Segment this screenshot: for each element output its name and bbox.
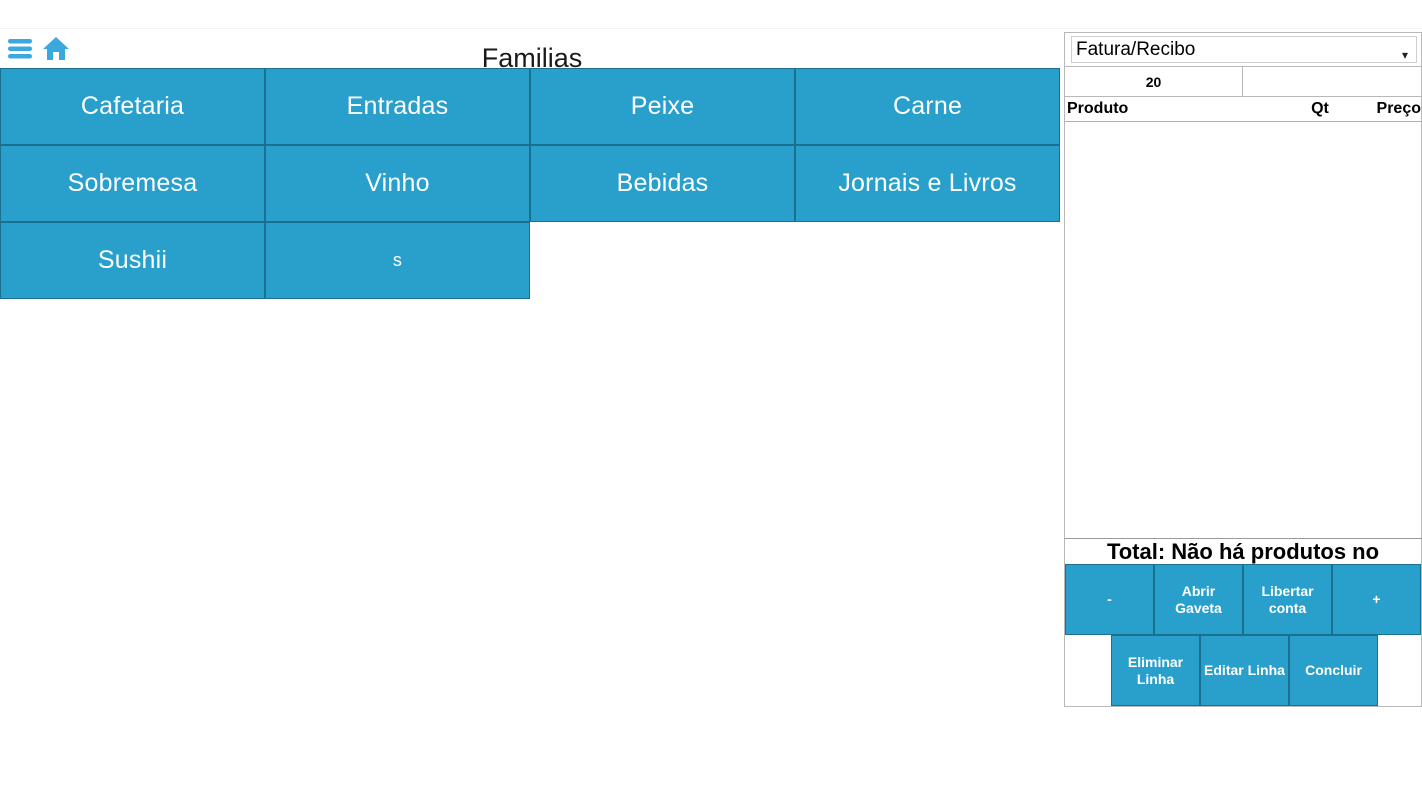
- family-button-carne[interactable]: Carne: [795, 68, 1060, 145]
- order-meta-row: 20: [1064, 67, 1422, 97]
- decrement-quantity-button[interactable]: -: [1065, 564, 1154, 635]
- table-number-cell[interactable]: 20: [1065, 67, 1243, 96]
- family-button-jornais-e-livros[interactable]: Jornais e Livros: [795, 145, 1060, 222]
- delete-line-button[interactable]: Eliminar Linha: [1111, 635, 1200, 706]
- family-button-vinho[interactable]: Vinho: [265, 145, 530, 222]
- document-type-select[interactable]: Fatura/Recibo: [1071, 36, 1417, 63]
- order-list-header: Produto Qt Preço: [1064, 97, 1422, 122]
- column-header-preco: Preço: [1376, 100, 1421, 117]
- family-button-sobremesa[interactable]: Sobremesa: [0, 145, 265, 222]
- action-row-1: - Abrir Gaveta Libertar conta +: [1065, 564, 1421, 635]
- action-button-area: - Abrir Gaveta Libertar conta + Eliminar…: [1064, 564, 1422, 707]
- edit-line-button[interactable]: Editar Linha: [1200, 635, 1289, 706]
- family-button-cafetaria[interactable]: Cafetaria: [0, 68, 265, 145]
- increment-quantity-button[interactable]: +: [1332, 564, 1421, 635]
- family-button-sushii[interactable]: Sushii: [0, 222, 265, 299]
- home-icon[interactable]: [42, 36, 70, 62]
- column-header-produto: Produto: [1067, 100, 1129, 117]
- order-panel: Fatura/Recibo ▾ 20 Produto Qt Preço Tota…: [1064, 32, 1422, 707]
- column-header-qt: Qt: [1311, 100, 1329, 117]
- open-drawer-button[interactable]: Abrir Gaveta: [1154, 564, 1243, 635]
- order-list-body[interactable]: [1064, 122, 1422, 539]
- families-grid: Cafetaria Entradas Peixe Carne Sobremesa…: [0, 68, 1060, 299]
- order-total-bar: Total: Não há produtos no: [1064, 539, 1422, 564]
- top-strip: [0, 0, 1422, 29]
- blank-cell-left: [1065, 635, 1111, 706]
- family-button-peixe[interactable]: Peixe: [530, 68, 795, 145]
- meta-empty-cell[interactable]: [1243, 67, 1421, 96]
- blank-cell-right: [1378, 635, 1421, 706]
- family-button-s[interactable]: s: [265, 222, 530, 299]
- finish-button[interactable]: Concluir: [1289, 635, 1378, 706]
- document-type-wrapper: Fatura/Recibo ▾: [1064, 32, 1422, 67]
- action-row-2: Eliminar Linha Editar Linha Concluir: [1065, 635, 1421, 706]
- family-button-entradas[interactable]: Entradas: [265, 68, 530, 145]
- header-icon-group: [8, 36, 70, 62]
- release-account-button[interactable]: Libertar conta: [1243, 564, 1332, 635]
- family-button-bebidas[interactable]: Bebidas: [530, 145, 795, 222]
- hamburger-menu-icon[interactable]: [8, 37, 34, 61]
